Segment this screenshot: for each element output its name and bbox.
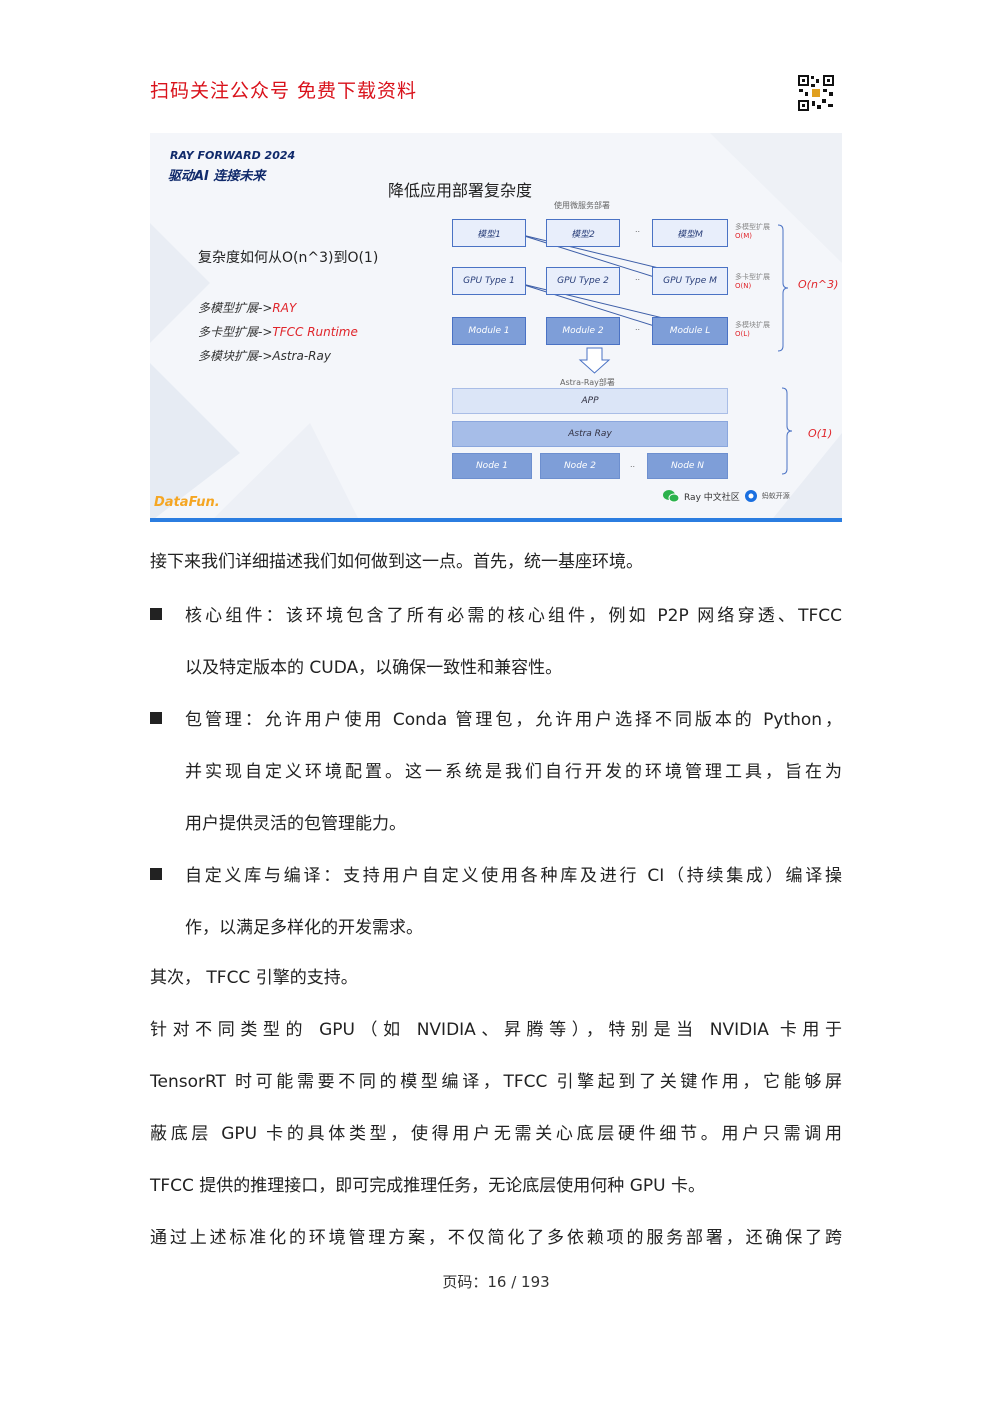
- bullet-1-line-1: 核心组件：该环境包含了所有必需的核心组件，例如 P2P 网络穿透、TFCC: [185, 606, 842, 626]
- partner-ray-community: Ray 中文社区: [684, 492, 740, 503]
- gpu-type-box-1: GPU Type 1: [452, 267, 526, 295]
- model-box-2: 模型2: [546, 219, 620, 247]
- partner-ant-open-source: 蚂蚁开源: [761, 492, 790, 500]
- module-box-2: Module 2: [546, 317, 620, 345]
- slide-background: [150, 133, 842, 522]
- caption-astra-ray: Astra-Ray部署: [560, 378, 615, 387]
- page-number: 页码：16 / 193: [442, 1273, 550, 1291]
- model-box-m: 模型M: [652, 219, 728, 247]
- caption-microservice: 使用微服务部署: [554, 201, 610, 210]
- node-box-2: Node 2: [540, 453, 620, 479]
- qr-code-icon: [797, 74, 835, 112]
- slide-bottom-bar: [150, 518, 842, 522]
- gpu-type-box-m: GPU Type M: [652, 267, 728, 295]
- slide-item-2: 多卡型扩展->TFCC Runtime: [198, 325, 358, 339]
- gpu-type-box-2: GPU Type 2: [546, 267, 620, 295]
- tfcc-paragraph-line-3: 蔽底层 GPU 卡的具体类型，使得用户无需关心底层硬件细节。用户只需调用: [150, 1124, 842, 1144]
- complexity-o1: O(1): [808, 427, 833, 440]
- node-box-n: Node N: [647, 453, 728, 479]
- bullet-2-line-1: 包管理：允许用户使用 Conda 管理包，允许用户选择不同版本的 Python，: [185, 710, 842, 730]
- slide-image: RAY FORWARD 2024 驱动AI 连接未来 降低应用部署复杂度 使用微…: [150, 133, 842, 522]
- slide-brand-line1: RAY FORWARD 2024: [170, 149, 296, 162]
- bullet-3-marker: [150, 868, 162, 880]
- slide-brand-line2: 驱动AI 连接未来: [168, 169, 266, 184]
- header-title: 扫码关注公众号 免费下载资料: [150, 80, 418, 102]
- slide-title: 降低应用部署复杂度: [388, 181, 533, 200]
- dots-row2: ..: [635, 273, 641, 282]
- datafun-logo: DataFun.: [154, 495, 220, 510]
- model-box-1: 模型1: [452, 219, 526, 247]
- second-paragraph: 其次， TFCC 引擎的支持。: [150, 968, 358, 988]
- bullet-1-line-2: 以及特定版本的 CUDA，以确保一致性和兼容性。: [185, 658, 563, 678]
- dots-row3: ..: [635, 323, 641, 332]
- slide-lead: 复杂度如何从O(n^3)到O(1): [198, 250, 379, 266]
- tfcc-paragraph-line-4: TFCC 提供的推理接口，即可完成推理任务，无论底层使用何种 GPU 卡。: [150, 1176, 705, 1196]
- slide-item-1: 多模型扩展->RAY: [198, 301, 297, 315]
- intro-paragraph: 接下来我们详细描述我们如何做到这一点。首先，统一基座环境。: [150, 552, 643, 572]
- module-box-1: Module 1: [452, 317, 526, 345]
- module-box-l: Module L: [652, 317, 728, 345]
- last-paragraph-line: 通过上述标准化的环境管理方案，不仅简化了多依赖项的服务部署，还确保了跨: [150, 1228, 842, 1248]
- bullet-3-line-2: 作，以满足多样化的开发需求。: [185, 918, 423, 938]
- dots-row1: ..: [635, 225, 641, 234]
- bullet-3-line-1: 自定义库与编译：支持用户自定义使用各种库及进行 CI（持续集成）编译操: [185, 866, 842, 886]
- bullet-2-line-3: 用户提供灵活的包管理能力。: [185, 814, 406, 834]
- wechat-icon: [663, 490, 680, 503]
- tfcc-paragraph-line-1: 针对不同类型的 GPU（如 NVIDIA、昇腾等），特别是当 NVIDIA 卡用…: [150, 1020, 842, 1040]
- ant-open-source-icon: [744, 490, 757, 502]
- partner-logos: Ray 中文社区 蚂蚁开源: [662, 489, 790, 503]
- bar-app: APP: [452, 388, 728, 414]
- bullet-1-marker: [150, 608, 162, 620]
- bar-astra-ray: Astra Ray: [452, 421, 728, 447]
- slide-item-3: 多模块扩展->Astra-Ray: [198, 349, 331, 363]
- bullet-2-marker: [150, 712, 162, 724]
- tfcc-paragraph-line-2: TensorRT 时可能需要不同的模型编译，TFCC 引擎起到了关键作用，它能够…: [150, 1072, 842, 1092]
- complexity-on3: O(n^3): [798, 278, 839, 291]
- dots-nodes: ..: [630, 460, 636, 469]
- bullet-2-line-2: 并实现自定义环境配置。这一系统是我们自行开发的环境管理工具，旨在为: [185, 762, 842, 782]
- node-box-1: Node 1: [452, 453, 532, 479]
